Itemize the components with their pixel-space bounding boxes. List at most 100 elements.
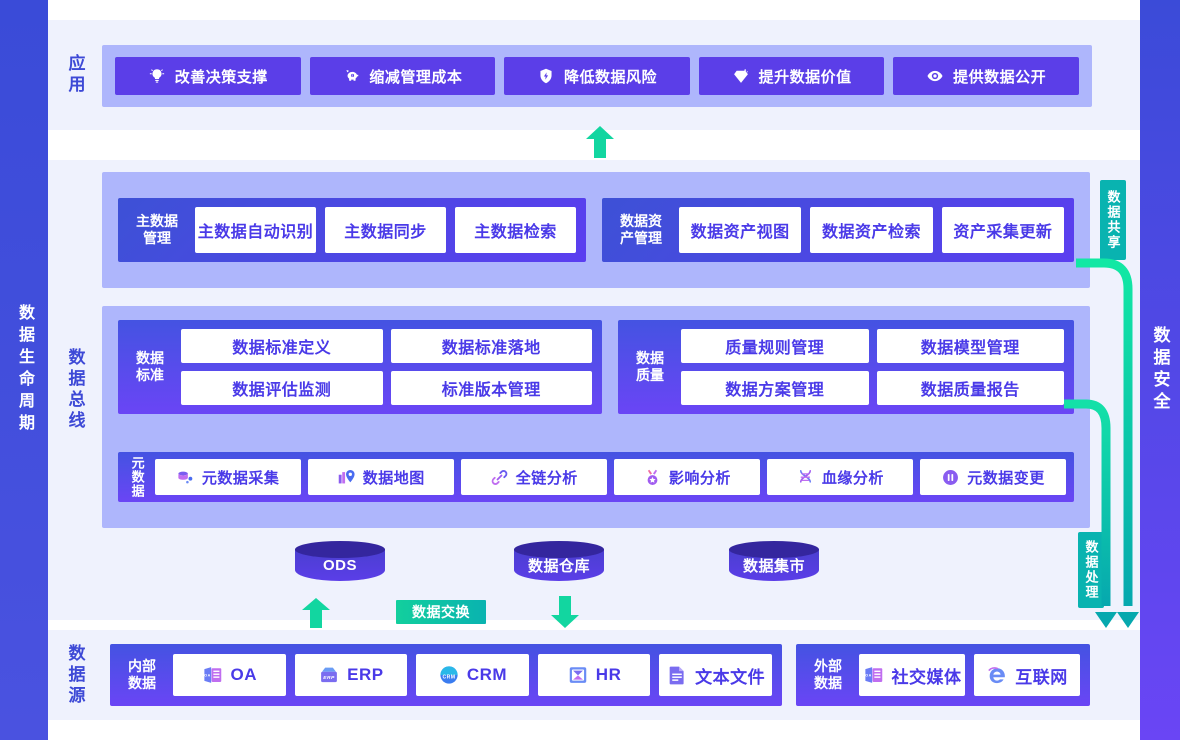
svg-text:ERP: ERP xyxy=(323,675,335,681)
card-source-textfile[interactable]: 文本文件 xyxy=(659,654,772,696)
data-standard-tag: 数据 标准 xyxy=(136,350,164,383)
data-standard-block: 数据 标准 数据标准定义 数据标准落地 数据评估监测 标准版本管理 xyxy=(118,320,602,414)
cylinder-data-mart: 数据集市 xyxy=(729,541,819,585)
app-chip-open[interactable]: 提供数据公开 xyxy=(893,57,1079,95)
card-standard-assess[interactable]: 数据评估监测 xyxy=(181,371,383,405)
app-chip-decision[interactable]: 改善决策支撑 xyxy=(115,57,301,95)
card-source-crm[interactable]: CRM CRM xyxy=(416,654,529,696)
internet-e-icon xyxy=(988,667,1006,684)
app-chip-value[interactable]: 提升数据价值 xyxy=(698,57,885,95)
card-source-social-media[interactable]: OA 社交媒体 xyxy=(859,654,965,696)
lightbulb-icon xyxy=(149,69,164,83)
card-source-textfile-label: 文本文件 xyxy=(695,667,766,687)
app-chip-risk[interactable]: 降低数据风险 xyxy=(504,57,690,95)
card-data-map[interactable]: 数据地图 xyxy=(307,459,454,495)
category-data-bus-label: 数据总线 xyxy=(65,348,85,432)
data-asset-cards: 数据资产视图 数据资产检索 资产采集更新 xyxy=(679,207,1064,253)
cylinder-ods-label: ODS xyxy=(322,556,357,574)
card-full-chain-analysis[interactable]: 全链分析 xyxy=(460,459,607,495)
category-data-source: 数据源 xyxy=(48,630,102,720)
card-quality-plan[interactable]: 数据方案管理 xyxy=(681,371,869,405)
cylinder-data-mart-top xyxy=(729,541,819,558)
cylinder-ods: ODS xyxy=(295,541,385,585)
card-full-chain-analysis-label: 全链分析 xyxy=(515,469,578,487)
internal-source-tag: 内部 数据 xyxy=(128,658,156,691)
card-source-internet-label: 互联网 xyxy=(1015,667,1068,687)
pause-circle-icon xyxy=(943,469,959,485)
master-data-block: 主数据 管理 主数据自动识别 主数据同步 主数据检索 xyxy=(118,198,586,262)
oa-doc-icon: OA xyxy=(204,667,221,683)
metadata-block: 元数据 元数据采集 数据地图 xyxy=(118,452,1074,502)
metadata-cards: 元数据采集 数据地图 全链分析 xyxy=(154,459,1067,495)
card-standard-landing[interactable]: 数据标准落地 xyxy=(390,329,592,363)
card-standard-define[interactable]: 数据标准定义 xyxy=(181,329,383,363)
app-chip-cost-label: 缩减管理成本 xyxy=(369,68,463,86)
oa-doc-icon: OA xyxy=(865,667,882,683)
rail-data-security: 数据安全 xyxy=(1140,0,1180,740)
app-chip-cost[interactable]: $ 缩减管理成本 xyxy=(309,57,496,95)
card-quality-model[interactable]: 数据模型管理 xyxy=(876,329,1064,363)
side-tab-data-share-label: 数据共享 xyxy=(1105,190,1121,250)
data-quality-cards: 质量规则管理 数据模型管理 数据方案管理 数据质量报告 xyxy=(681,329,1064,405)
card-metadata-collect-label: 元数据采集 xyxy=(201,469,280,487)
app-chip-value-label: 提升数据价值 xyxy=(758,68,852,86)
chain-link-icon xyxy=(491,469,508,485)
card-lineage-analysis-label: 血缘分析 xyxy=(821,469,884,487)
data-quality-tag: 数据 质量 xyxy=(636,350,664,383)
card-lineage-analysis[interactable]: 血缘分析 xyxy=(766,459,913,495)
card-metadata-collect[interactable]: 元数据采集 xyxy=(154,459,301,495)
cylinder-data-warehouse-label: 数据仓库 xyxy=(527,557,590,575)
cylinder-ods-top xyxy=(295,541,385,558)
cylinder-data-warehouse-top xyxy=(514,541,604,558)
medal-icon xyxy=(647,469,658,485)
erp-box-icon: ERP xyxy=(321,667,338,683)
eye-icon xyxy=(927,70,943,82)
card-source-hr-label: HR xyxy=(595,665,622,684)
svg-text:OA: OA xyxy=(204,673,210,677)
hr-badge-icon xyxy=(569,667,587,683)
card-asset-search[interactable]: 数据资产检索 xyxy=(810,207,933,253)
side-tab-data-process[interactable]: 数据处理 xyxy=(1078,532,1104,608)
card-asset-collect-update[interactable]: 资产采集更新 xyxy=(941,207,1064,253)
side-tab-data-process-label: 数据处理 xyxy=(1083,540,1099,600)
card-quality-rules[interactable]: 质量规则管理 xyxy=(681,329,869,363)
card-standard-version[interactable]: 标准版本管理 xyxy=(390,371,592,405)
card-quality-report[interactable]: 数据质量报告 xyxy=(876,371,1064,405)
metadata-tag: 元数据 xyxy=(129,456,145,498)
external-source-tag: 外部 数据 xyxy=(814,658,842,691)
card-master-auto-id[interactable]: 主数据自动识别 xyxy=(195,207,316,253)
card-metadata-change[interactable]: 元数据变更 xyxy=(919,459,1067,495)
data-exchange-badge: 数据交换 xyxy=(396,600,486,624)
crm-circle-icon: CRM xyxy=(440,666,458,684)
arrow-up-exchange-icon xyxy=(302,598,330,628)
arrow-down-exchange-icon xyxy=(551,596,579,628)
card-master-search[interactable]: 主数据检索 xyxy=(455,207,576,253)
piggy-bank-icon: $ xyxy=(346,70,359,81)
data-quality-block: 数据 质量 质量规则管理 数据模型管理 数据方案管理 数据质量报告 xyxy=(618,320,1074,414)
internal-source-block: 内部 数据 OA OA ERP ERP xyxy=(110,644,782,706)
map-pin-icon xyxy=(338,469,355,483)
app-chip-open-label: 提供数据公开 xyxy=(953,68,1047,86)
card-source-erp[interactable]: ERP ERP xyxy=(294,654,408,696)
card-asset-view[interactable]: 数据资产视图 xyxy=(679,207,802,253)
data-asset-block: 数据资 产管理 数据资产视图 数据资产检索 资产采集更新 xyxy=(602,198,1074,262)
card-source-hr[interactable]: HR xyxy=(537,654,651,696)
data-standard-cards: 数据标准定义 数据标准落地 数据评估监测 标准版本管理 xyxy=(181,329,592,405)
card-metadata-change-label: 元数据变更 xyxy=(967,469,1045,487)
category-data-source-label: 数据源 xyxy=(65,643,85,707)
card-data-map-label: 数据地图 xyxy=(362,469,425,487)
card-master-sync[interactable]: 主数据同步 xyxy=(325,207,446,253)
card-source-social-media-label: 社交媒体 xyxy=(891,667,962,687)
internal-source-cards: OA OA ERP ERP CRM CRM xyxy=(173,654,772,696)
card-source-crm-label: CRM xyxy=(466,665,508,684)
side-tab-data-share[interactable]: 数据共享 xyxy=(1100,180,1126,260)
card-source-erp-label: ERP xyxy=(347,665,384,684)
card-source-internet[interactable]: 互联网 xyxy=(974,654,1080,696)
rail-data-security-label: 数据安全 xyxy=(1150,326,1170,414)
category-data-bus: 数据总线 xyxy=(48,300,102,480)
card-impact-analysis[interactable]: 影响分析 xyxy=(613,459,760,495)
category-application: 应用 xyxy=(48,20,102,130)
card-source-oa[interactable]: OA OA xyxy=(173,654,286,696)
cylinder-data-warehouse: 数据仓库 xyxy=(514,541,604,585)
